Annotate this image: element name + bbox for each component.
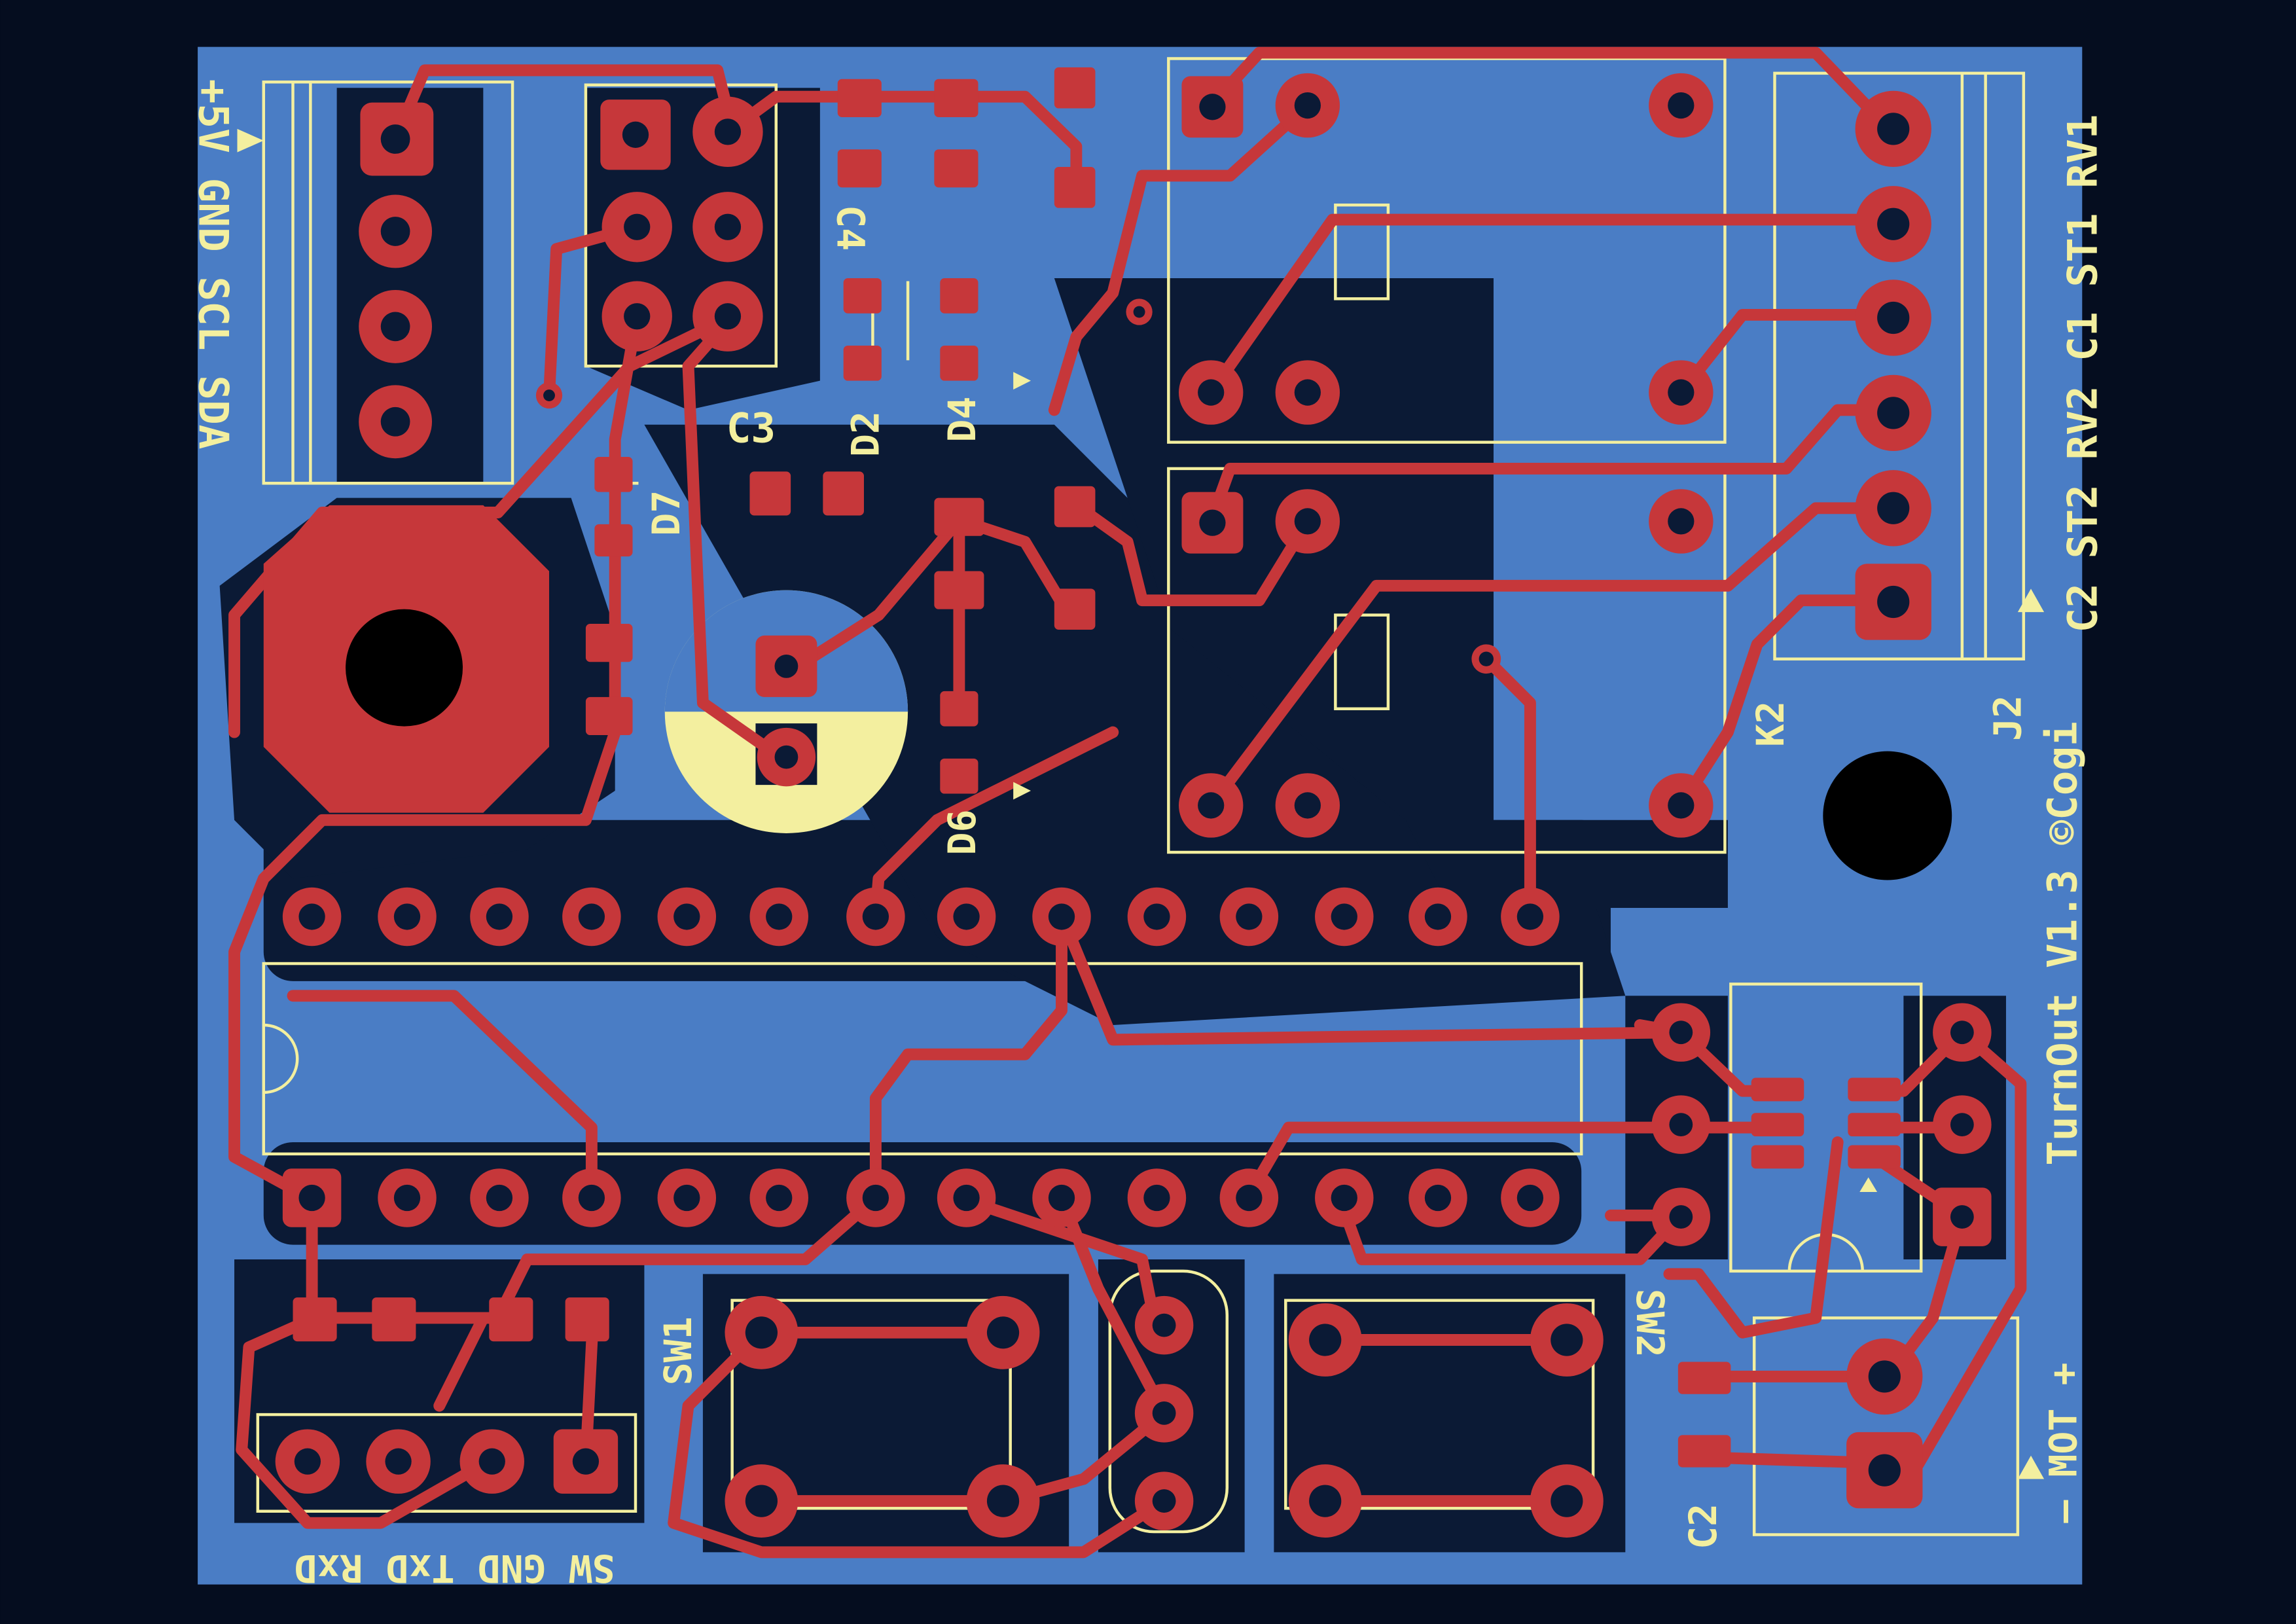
refdes-d6: D6	[940, 809, 984, 855]
refdes-c2: C2	[1681, 1504, 1725, 1549]
pad-drills	[294, 92, 1974, 1517]
refdes-d4: D4	[940, 397, 984, 442]
right-connector-labels: C2 ST2 RV2 C1 ST1 RV1	[2059, 115, 2107, 633]
mount-hole-right	[1823, 751, 1952, 880]
board-version-label: TurnOut V1.3 ©Cogi	[2038, 721, 2086, 1166]
refdes-c4: C4	[829, 205, 873, 251]
refdes-d7: D7	[644, 490, 689, 536]
j1-pin-labels: +5V GND SCL SDA	[189, 79, 237, 450]
serial-pin-labels: SW GND TxD RxD	[294, 1546, 615, 1591]
refdes-sw1: SW1	[656, 1316, 700, 1385]
refdes-c3: C3	[726, 405, 776, 452]
refdes-d2: D2	[843, 411, 888, 457]
refdes-j2: J2	[1985, 695, 2030, 741]
mounting-holes	[263, 505, 1952, 880]
motor-connector-label: – MOT +	[2041, 1363, 2085, 1523]
refdes-sw2: SW2	[1628, 1289, 1672, 1358]
mount-hole-left	[346, 609, 463, 727]
refdes-k2: K2	[1748, 701, 1793, 747]
smd-pads	[293, 67, 1901, 1468]
pin1-markers	[237, 128, 2045, 1479]
